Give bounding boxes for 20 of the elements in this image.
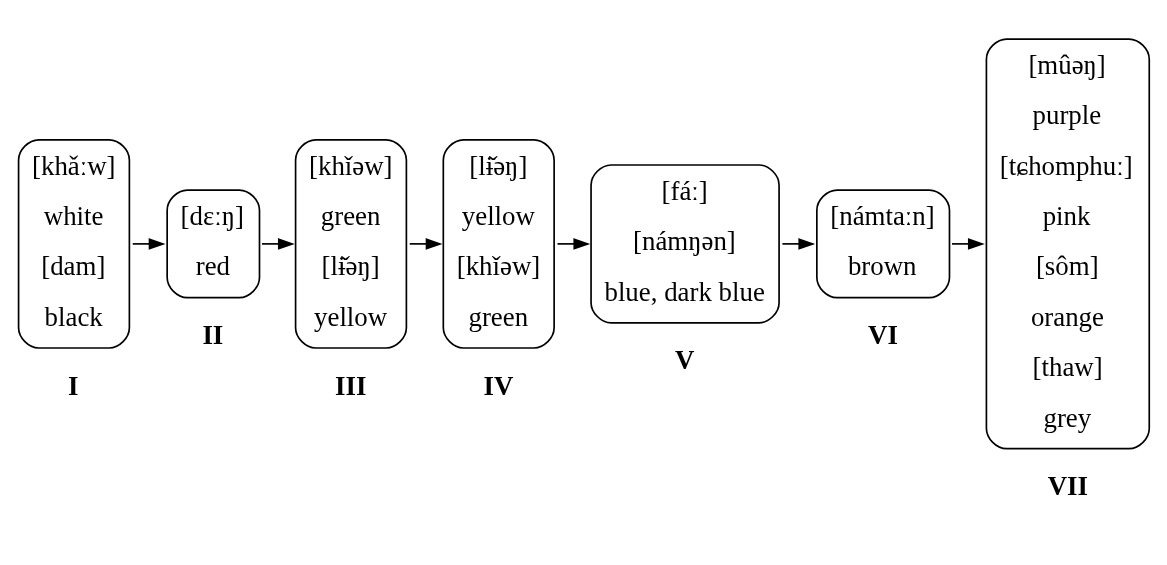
arrow (261, 238, 295, 250)
node-box: [fáː] [námŋən] blue, dark blue (590, 164, 780, 324)
node-label: V (675, 345, 695, 376)
node-box: [lɨ̌əŋ] yellow [khǐəw] green (442, 138, 555, 349)
node-label: II (202, 320, 224, 351)
arrow (408, 238, 443, 250)
node-label: VI (868, 320, 898, 351)
node-label: VII (1047, 471, 1088, 502)
node-box: [mûəŋ] purple [tɕhomphuː] pink [sôm] orange [thaw] grey (985, 38, 1151, 450)
arrow (781, 238, 816, 250)
node-label: I (68, 370, 79, 401)
node-box: [khǐəw] green [lɨ̌əŋ] yellow (294, 138, 408, 349)
arrow (951, 238, 985, 250)
arrow (131, 238, 166, 250)
node-box: [dɛːŋ] red (166, 189, 261, 299)
node-box: [khǎːw] white [dam] black (17, 138, 131, 349)
node-label: III (335, 370, 367, 401)
arrow (556, 238, 591, 250)
node-box: [námtaːn] brown (816, 189, 951, 299)
node-label: IV (483, 370, 514, 401)
